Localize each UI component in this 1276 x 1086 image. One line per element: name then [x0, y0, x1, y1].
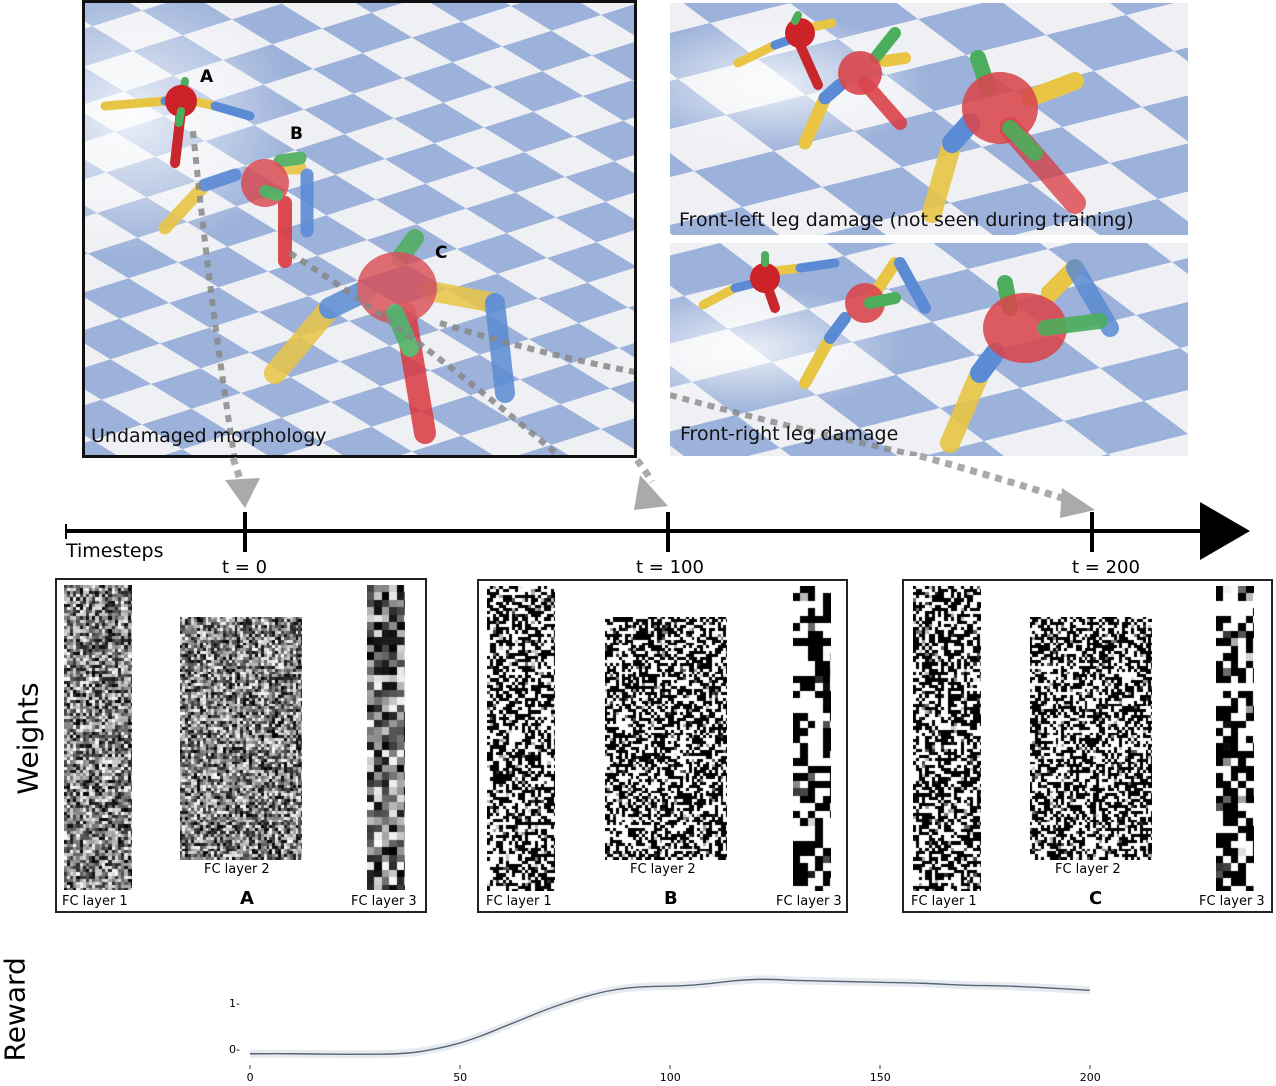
timeline-arrows-overlay — [65, 452, 1250, 560]
reward-x-tick-100: 100 — [659, 1071, 681, 1084]
fc-layer-3-label: FC layer 3 — [776, 894, 842, 909]
weights-row-label: Weights — [11, 682, 45, 795]
reward-x-axis-ticks — [249, 1065, 1091, 1069]
weights-panel-c: FC layer 1 FC layer 2 FC layer 3 C — [902, 579, 1273, 913]
fc-layer-3-label: FC layer 3 — [351, 894, 417, 909]
scene-front-right-damage: Front-right leg damage — [670, 243, 1188, 456]
reward-x-tick-200: 200 — [1079, 1071, 1101, 1084]
dashed-arrow-path — [670, 392, 921, 456]
fc-layer-1-label: FC layer 1 — [62, 894, 128, 909]
scene-caption-undamaged: Undamaged morphology — [91, 425, 327, 447]
weights-panel-a: FC layer 1 FC layer 2 FC layer 3 A — [55, 578, 427, 913]
panel-letter-a: A — [240, 888, 254, 909]
fc-layer-3-weights — [1216, 586, 1254, 891]
panel-letter-b: B — [664, 888, 678, 909]
robot-b-icon — [158, 151, 314, 268]
fc-layer-2-label: FC layer 2 — [204, 862, 270, 877]
tick-label-t200: t = 200 — [1072, 557, 1140, 578]
fc-layer-1-label: FC layer 1 — [486, 894, 552, 909]
tick-label-t0: t = 0 — [222, 557, 268, 578]
fc-layer-2-label: FC layer 2 — [1055, 862, 1121, 877]
arrowhead-t0-icon — [225, 478, 260, 508]
checkerboard-floor — [85, 3, 634, 455]
scene-undamaged-morphology: A B C Undamaged morphology — [82, 0, 637, 458]
reward-y-tick-1: 1- — [229, 997, 240, 1010]
reward-x-tick-0: 0 — [246, 1071, 254, 1084]
panel-letter-c: C — [1089, 888, 1103, 909]
scene-front-left-damage: Front-left leg damage (not seen during t… — [670, 3, 1188, 235]
reward-x-tick-50: 50 — [453, 1071, 468, 1084]
fc-layer-1-weights — [64, 585, 132, 890]
checkerboard-floor — [670, 243, 1188, 456]
robots-front-right-icon — [698, 251, 1119, 453]
scene-caption-front-left: Front-left leg damage (not seen during t… — [679, 209, 1134, 231]
tick-label-t100: t = 100 — [636, 557, 704, 578]
fc-layer-2-label: FC layer 2 — [630, 862, 696, 877]
weights-panel-b: FC layer 1 FC layer 2 FC layer 3 B — [477, 579, 848, 913]
robot-label-c: C — [435, 243, 448, 263]
reward-chart — [249, 975, 1091, 1069]
robot-c-icon — [264, 229, 515, 444]
reward-std-band — [250, 975, 1090, 1059]
robot-a-icon — [100, 77, 255, 168]
arrow-to-t200 — [919, 452, 1070, 504]
arrow-to-t100 — [634, 457, 656, 484]
arrowhead-t100-icon — [634, 475, 668, 510]
fc-layer-3-weights — [367, 585, 405, 890]
reward-line — [249, 978, 1091, 1055]
fc-layer-2-weights — [180, 617, 302, 860]
fc-layer-1-weights — [487, 586, 555, 891]
checkerboard-floor — [670, 3, 1188, 235]
fc-layer-1-weights — [913, 586, 981, 891]
arrow-to-t0 — [229, 456, 246, 487]
timeline-label: Timesteps — [66, 540, 164, 562]
robot-label-a: A — [200, 67, 214, 87]
robots-front-left-icon — [733, 11, 1086, 223]
fc-layer-3-weights — [793, 586, 831, 891]
fc-layer-3-label: FC layer 3 — [1199, 894, 1265, 909]
robot-label-b: B — [290, 124, 303, 144]
timeline-arrowhead-icon — [1200, 502, 1250, 560]
scene-caption-front-right: Front-right leg damage — [680, 423, 899, 445]
fc-layer-2-weights — [1030, 617, 1152, 860]
arrowhead-t200-icon — [1060, 488, 1095, 518]
dashed-arrow-paths — [190, 130, 634, 455]
reward-y-tick-0: 0- — [229, 1043, 240, 1056]
fc-layer-2-weights — [605, 617, 727, 860]
reward-x-tick-150: 150 — [869, 1071, 891, 1084]
fc-layer-1-label: FC layer 1 — [911, 894, 977, 909]
